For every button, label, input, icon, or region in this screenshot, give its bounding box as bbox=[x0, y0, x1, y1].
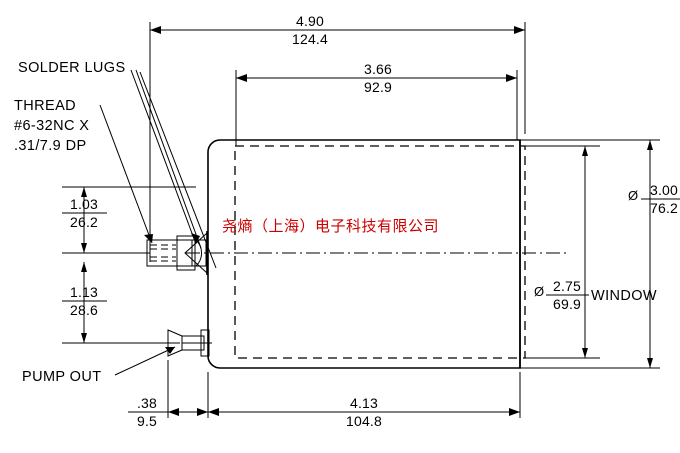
dim-body-diameter-inch: 3.00 bbox=[650, 182, 678, 198]
dim-thread-offset-lower-mm: 28.6 bbox=[70, 302, 98, 318]
annotation-labels: SOLDER LUGS THREAD #6-32NC X .31/7.9 DP … bbox=[14, 60, 126, 385]
solder-lugs-label: SOLDER LUGS bbox=[18, 60, 126, 76]
dimension-pump-out-length: .38 9.5 bbox=[128, 360, 236, 429]
dim-window-to-end-mm: 92.9 bbox=[364, 79, 392, 95]
dim-body-length-inch: 4.13 bbox=[350, 395, 378, 411]
dim-pump-out-length-inch: .38 bbox=[137, 395, 157, 411]
dimension-overall-length: 4.90 124.4 bbox=[149, 13, 526, 262]
window-hidden-outline bbox=[234, 145, 526, 359]
thread-label-line1: THREAD bbox=[14, 98, 76, 114]
dim-thread-offset-upper-inch: 1.03 bbox=[70, 196, 98, 212]
dimension-window-diameter: Ø 2.75 69.9 WINDOW bbox=[525, 145, 657, 359]
thread-label-line2: #6-32NC X bbox=[14, 118, 89, 134]
dim-thread-offset-lower-inch: 1.13 bbox=[70, 284, 98, 300]
tube-body-outline bbox=[207, 139, 521, 369]
dim-overall-length-mm: 124.4 bbox=[292, 31, 328, 47]
thread-label-line3: .31/7.9 DP bbox=[14, 138, 87, 154]
dim-window-diameter-inch: 2.75 bbox=[553, 278, 581, 294]
dim-overall-length-inch: 4.90 bbox=[296, 13, 324, 29]
dim-pump-out-length-mm: 9.5 bbox=[137, 413, 157, 429]
leader-lines bbox=[99, 69, 217, 376]
brand-watermark: 尧熵（上海）电子科技有限公司 bbox=[222, 217, 439, 235]
dim-window-diameter-mm: 69.9 bbox=[553, 296, 581, 312]
dimension-body-diameter: Ø 3.00 76.2 bbox=[520, 139, 680, 369]
dimension-thread-offset-lower: 1.13 28.6 bbox=[62, 262, 180, 344]
dimension-thread-offset-upper: 1.03 26.2 bbox=[62, 186, 196, 254]
dim-body-diameter-mm: 76.2 bbox=[650, 200, 678, 216]
diameter-symbol-body: Ø bbox=[628, 188, 638, 203]
dim-window-to-end-inch: 3.66 bbox=[364, 61, 392, 77]
dim-body-length-mm: 104.8 bbox=[346, 413, 382, 429]
dim-thread-offset-upper-mm: 26.2 bbox=[70, 214, 98, 230]
brand-company-name: 尧熵（上海）电子科技有限公司 bbox=[222, 217, 439, 235]
pump-out-label: PUMP OUT bbox=[22, 369, 101, 385]
window-label: WINDOW bbox=[591, 288, 657, 304]
dimension-body-length: 4.13 104.8 bbox=[207, 372, 521, 429]
diameter-symbol-window: Ø bbox=[534, 284, 544, 299]
dimension-window-to-end: 3.66 92.9 bbox=[235, 61, 518, 146]
